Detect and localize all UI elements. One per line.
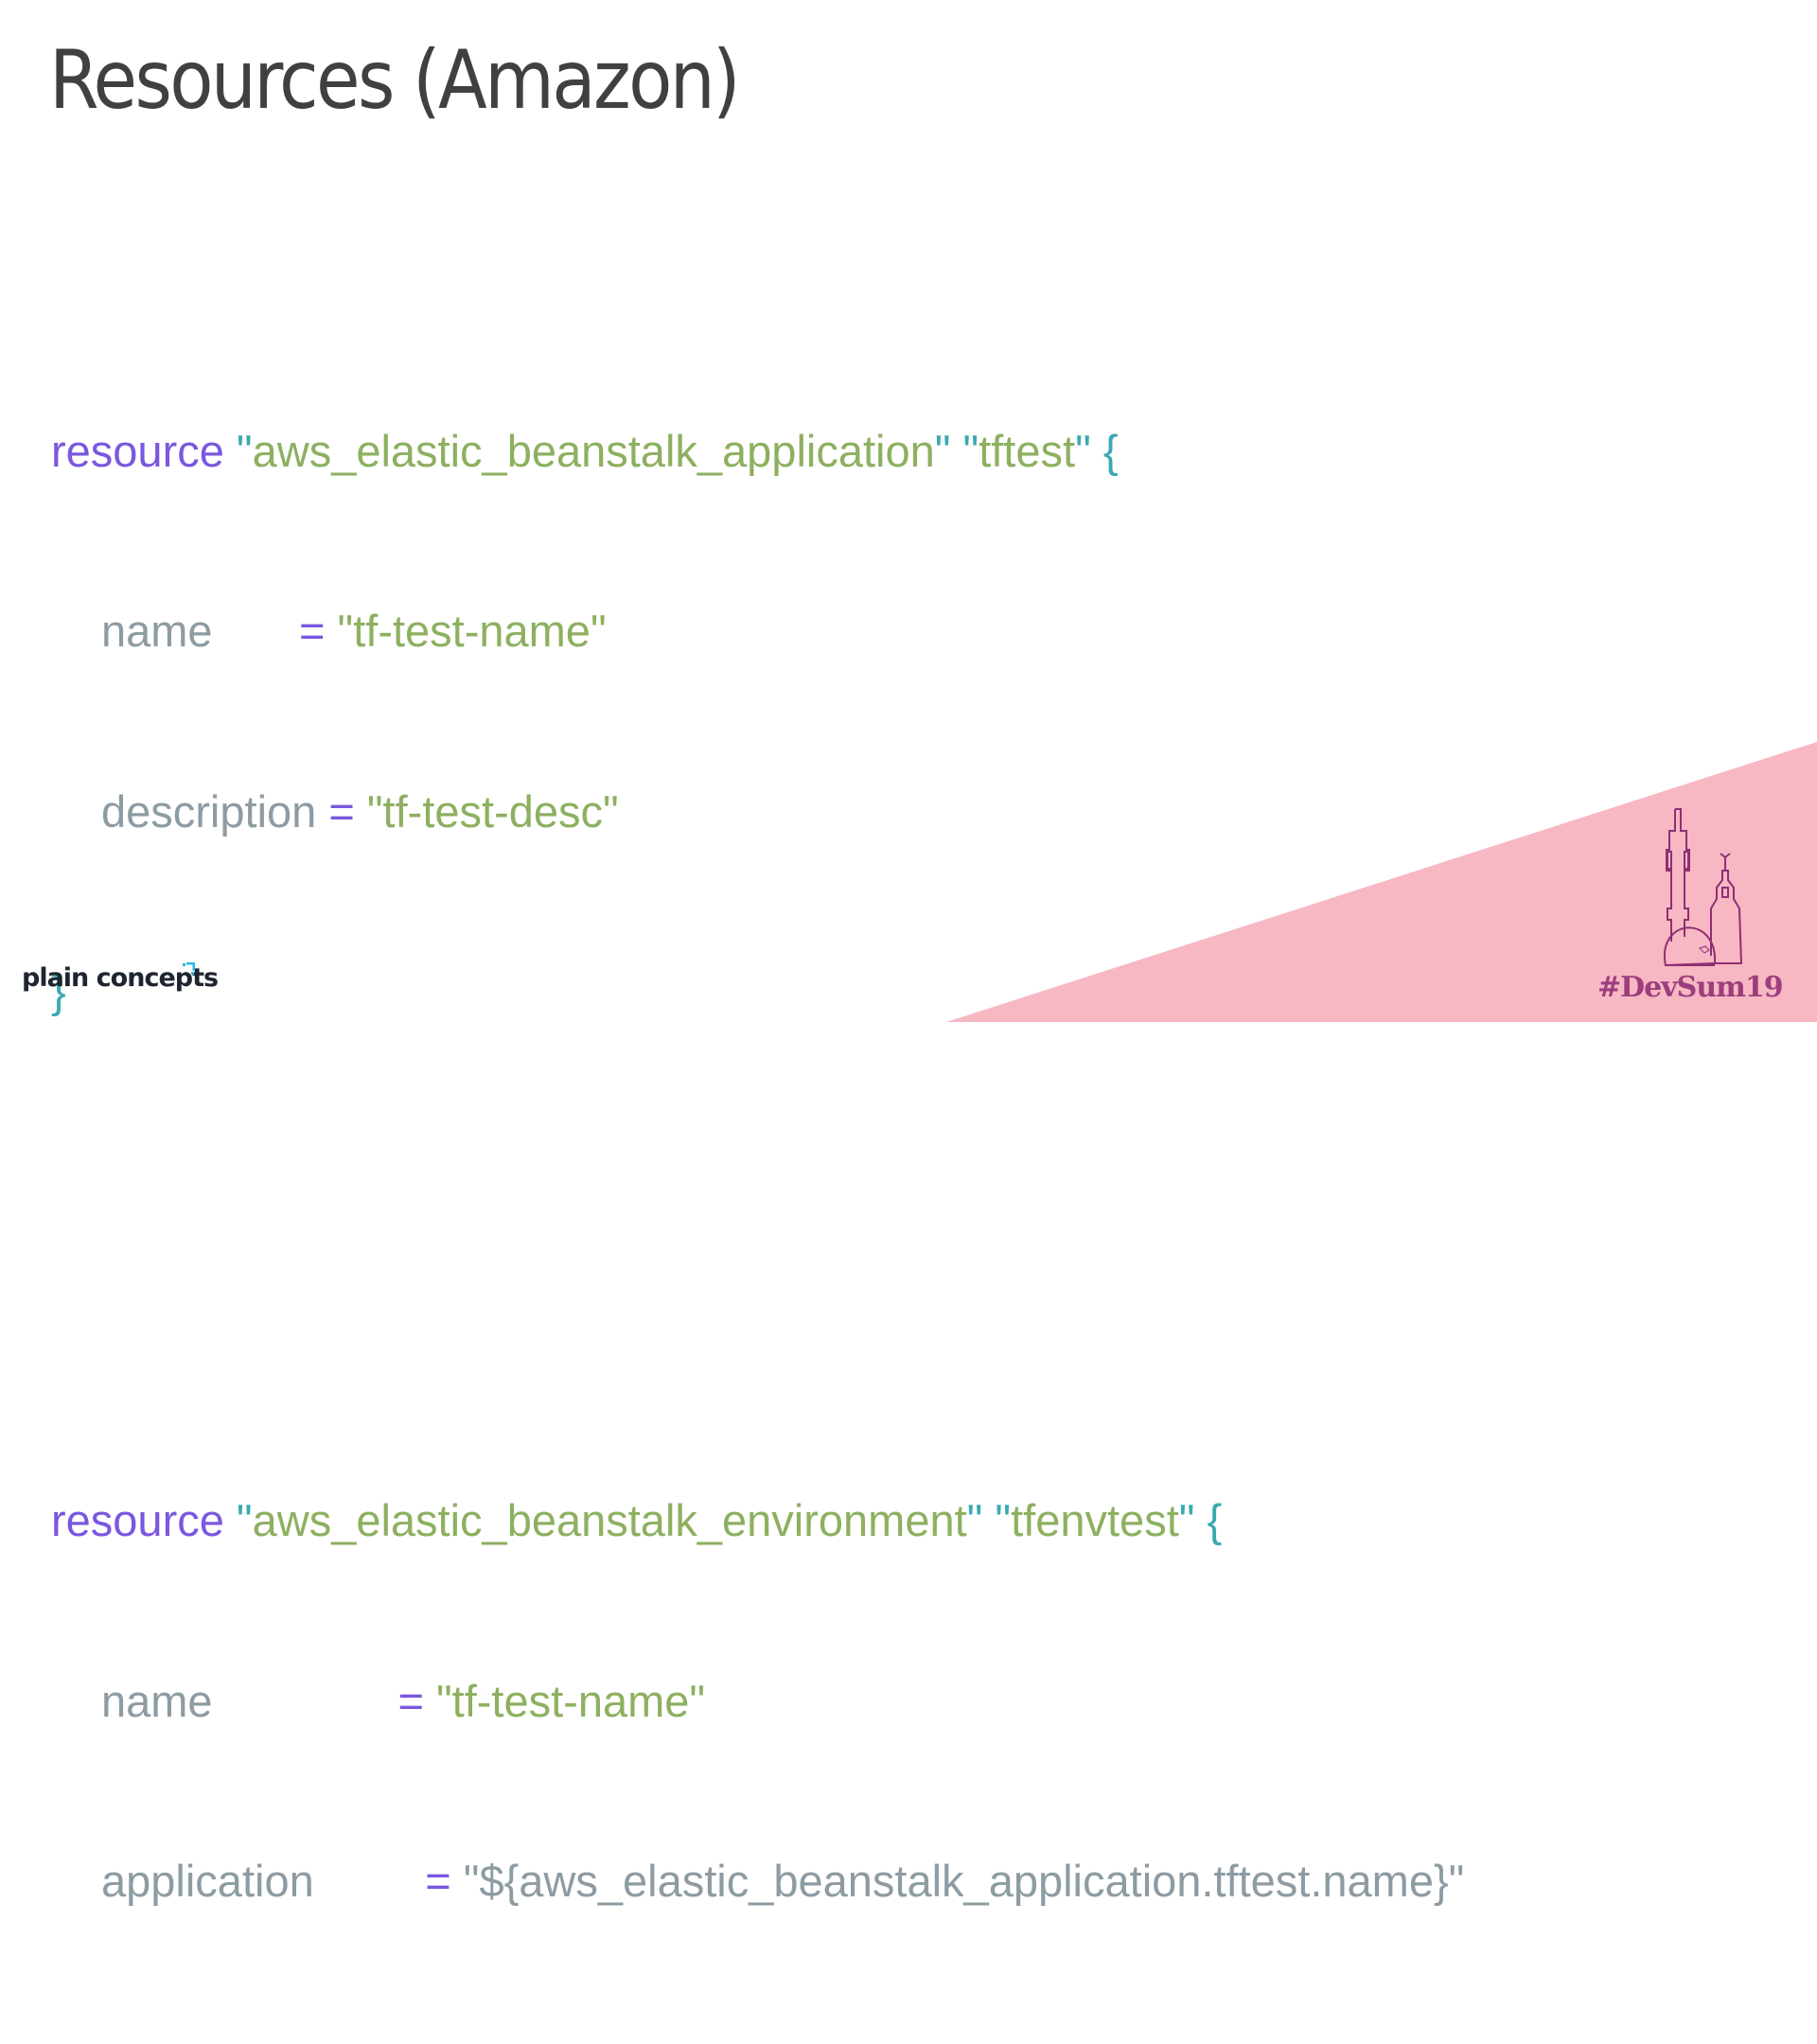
code-line-resource-1: resource "aws_elastic_beanstalk_applicat…	[51, 421, 1620, 482]
stockholm-skyline-icon	[1647, 804, 1760, 975]
code-line-resource-2: resource "aws_elastic_beanstalk_environm…	[51, 1490, 1620, 1551]
code-block: resource "aws_elastic_beanstalk_applicat…	[51, 240, 1620, 2044]
code-line-close: }	[51, 961, 1620, 1022]
resource-name: tfenvtest	[1011, 1495, 1179, 1545]
plain-concepts-logo-mark-icon	[182, 962, 195, 976]
keyword: resource	[51, 426, 224, 476]
resource-name: tftest	[979, 426, 1075, 476]
code-line-attr: name = "tf-test-name"	[51, 601, 1620, 661]
code-line-attr: description = "tf-test-desc"	[51, 782, 1620, 842]
resource-type: aws_elastic_beanstalk_environment	[253, 1495, 967, 1545]
code-line-attr: solution_stack_name = "64bit Amazon Linu…	[51, 2032, 1620, 2044]
resource-type: aws_elastic_beanstalk_application	[253, 426, 935, 476]
event-hashtag: #DevSum19	[1597, 971, 1783, 1004]
slide-title: Resources (Amazon)	[49, 40, 738, 121]
code-line-attr: name = "tf-test-name"	[51, 1671, 1620, 1732]
code-line-attr: application = "${aws_elastic_beanstalk_a…	[51, 1851, 1620, 1912]
keyword: resource	[51, 1495, 224, 1545]
